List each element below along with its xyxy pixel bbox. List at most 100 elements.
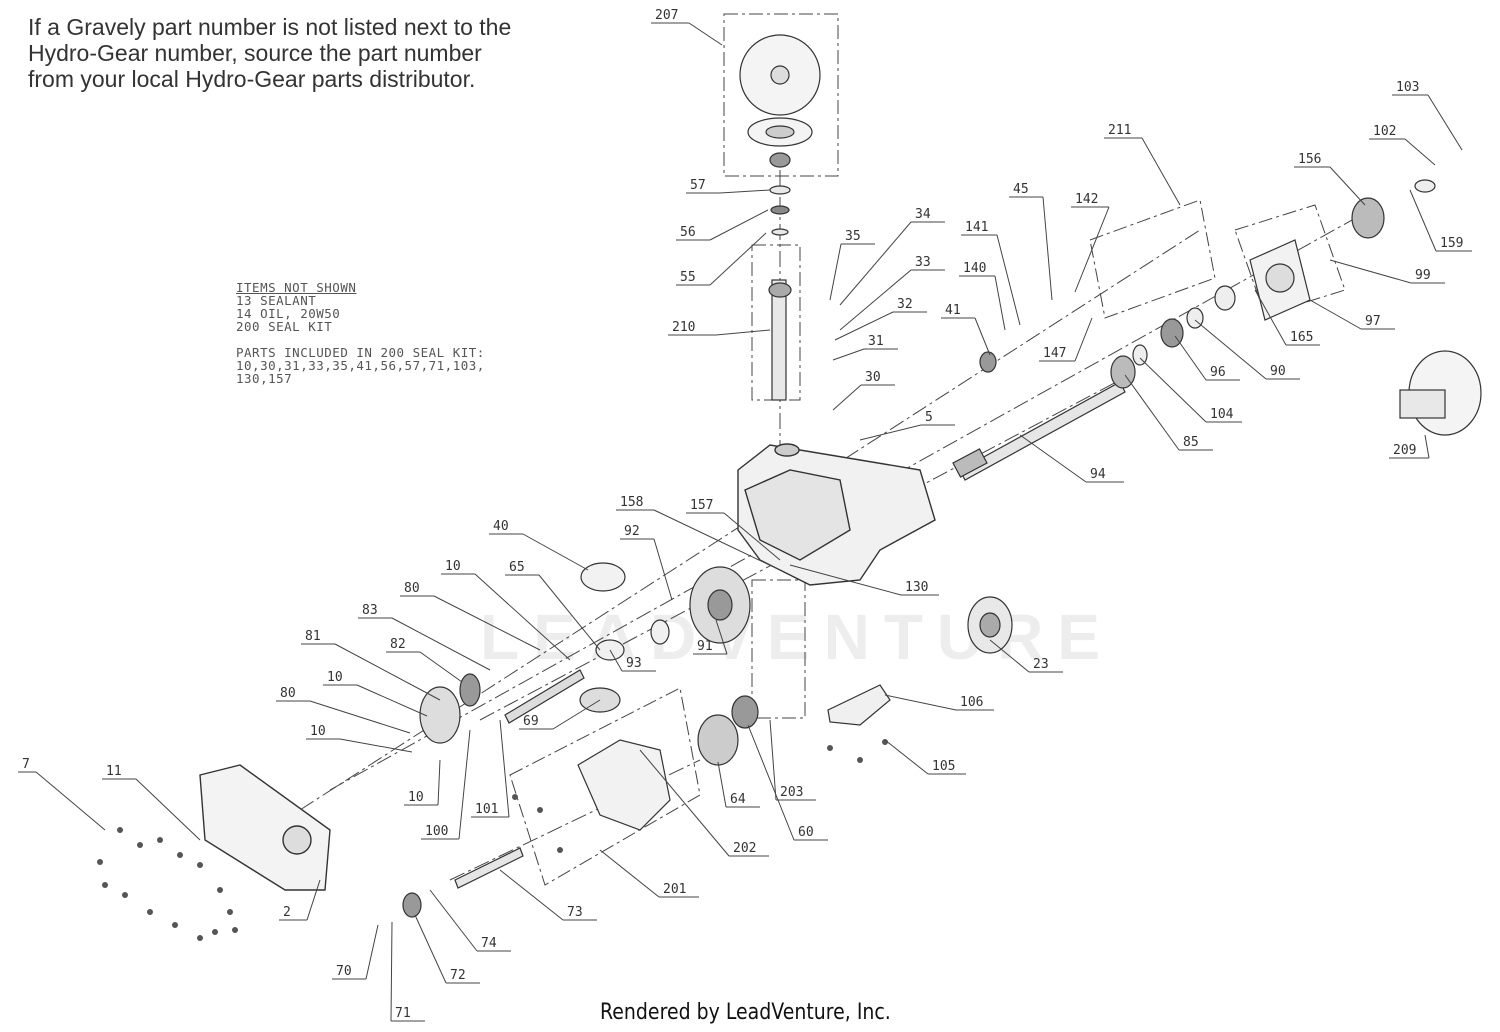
callout-leader	[1404, 138, 1436, 166]
callout-leader	[499, 869, 564, 921]
part-callout-2: 2	[283, 905, 291, 920]
callout-leader	[974, 317, 991, 356]
callout-leader	[653, 538, 673, 601]
part-callout-130: 130	[905, 580, 928, 595]
footer-credit: Rendered by LeadVenture, Inc.	[600, 1000, 891, 1025]
callout-leader	[419, 651, 463, 683]
bracket-106	[827, 684, 891, 726]
callout-leader	[859, 424, 922, 441]
axle-shaft	[952, 381, 1126, 481]
callout-leader	[1074, 206, 1110, 293]
part-callout-90: 90	[1270, 364, 1286, 379]
seal-kit-line: 10,30,31,33,35,41,56,57,71,103,	[236, 358, 485, 373]
part-callout-35: 35	[845, 229, 861, 244]
part-callout-65: 65	[509, 560, 525, 575]
callout-leader	[829, 243, 842, 301]
shaft-stack	[768, 185, 792, 401]
callout-leader	[499, 719, 510, 818]
callout-leader	[1019, 434, 1087, 483]
items-not-shown-line: 14 OIL, 20W50	[236, 306, 341, 321]
part-callout-158: 158	[620, 495, 643, 510]
part-callout-71: 71	[395, 1006, 411, 1021]
callout-leader	[433, 595, 541, 651]
diagram-notes: ITEMS NOT SHOWN 13 SEALANT 14 OIL, 20W50…	[236, 281, 485, 385]
part-callout-207: 207	[655, 8, 678, 23]
callout-leader	[1254, 289, 1287, 346]
callout-leader	[1074, 317, 1093, 362]
part-callout-23: 23	[1033, 657, 1049, 672]
part-callout-203: 203	[780, 785, 803, 800]
callout-leader	[789, 564, 902, 596]
part-callout-93: 93	[626, 656, 642, 671]
callout-leader	[996, 234, 1021, 326]
part-callout-94: 94	[1090, 467, 1106, 482]
part-callout-159: 159	[1440, 236, 1463, 251]
callout-leader	[709, 209, 769, 241]
callout-leader	[709, 232, 767, 286]
part-callout-33: 33	[915, 255, 931, 270]
callout-leader	[437, 759, 441, 806]
kit-boxes	[509, 13, 1346, 886]
part-callout-165: 165	[1290, 330, 1313, 345]
part-callout-55: 55	[680, 270, 696, 285]
items-not-shown-line: 13 SEALANT	[236, 293, 317, 308]
part-callout-104: 104	[1210, 407, 1234, 422]
part-callout-99: 99	[1415, 268, 1431, 283]
part-callout-31: 31	[868, 334, 884, 349]
callout-leader	[839, 221, 912, 306]
part-callout-80: 80	[280, 686, 296, 701]
part-callout-64: 64	[730, 792, 746, 807]
part-callout-92: 92	[624, 524, 640, 539]
callout-leader	[832, 384, 862, 411]
part-callout-140: 140	[963, 261, 986, 276]
callout-leader	[1174, 335, 1207, 381]
callout-leader	[769, 719, 777, 801]
callout-leader	[1427, 94, 1463, 151]
part-callout-101: 101	[475, 802, 498, 817]
callout-leader	[390, 921, 393, 1022]
callout-leader	[688, 22, 723, 46]
part-callout-83: 83	[362, 603, 378, 618]
part-callout-105: 105	[932, 759, 955, 774]
callout-leader	[552, 699, 601, 730]
callout-leader	[884, 739, 929, 775]
callout-leader	[747, 724, 795, 841]
callout-leader	[339, 738, 413, 753]
callout-leader	[1309, 299, 1362, 330]
callout-leader	[458, 729, 471, 840]
part-callout-211: 211	[1108, 123, 1131, 138]
callout-leader	[1124, 374, 1180, 451]
note-line: Hydro-Gear number, source the part numbe…	[28, 40, 482, 66]
part-callout-5: 5	[925, 410, 933, 425]
callout-leader	[429, 889, 478, 952]
part-callout-157: 157	[690, 498, 713, 513]
callout-leader	[135, 778, 201, 841]
part-callout-141: 141	[965, 220, 988, 235]
part-callout-11: 11	[106, 764, 122, 779]
part-callout-10: 10	[408, 790, 424, 805]
callout-leader	[538, 574, 601, 651]
part-callout-142: 142	[1075, 192, 1098, 207]
callout-leader	[639, 749, 730, 857]
seal-kit-title: PARTS INCLUDED IN 200 SEAL KIT:	[236, 345, 485, 360]
callout-leader	[35, 771, 106, 831]
part-callout-30: 30	[865, 370, 881, 385]
callout-leader	[1042, 196, 1053, 301]
part-callout-45: 45	[1013, 182, 1029, 197]
callout-leader	[1424, 434, 1430, 459]
callout-leader	[715, 329, 771, 336]
callout-leader	[653, 509, 781, 571]
callout-leader	[832, 348, 865, 361]
part-callout-34: 34	[915, 207, 931, 222]
callout-labels: 2075756552103534333231304114014145142211…	[18, 8, 1472, 1022]
part-callout-72: 72	[450, 968, 466, 983]
callout-leader	[1194, 319, 1267, 380]
part-callout-40: 40	[493, 519, 509, 534]
part-callout-100: 100	[425, 824, 448, 839]
part-callout-202: 202	[733, 841, 756, 856]
callout-leader	[1409, 189, 1437, 252]
part-callout-81: 81	[305, 629, 321, 644]
part-callout-210: 210	[672, 320, 695, 335]
hub-flange	[1249, 239, 1311, 321]
part-callout-201: 201	[663, 882, 686, 897]
